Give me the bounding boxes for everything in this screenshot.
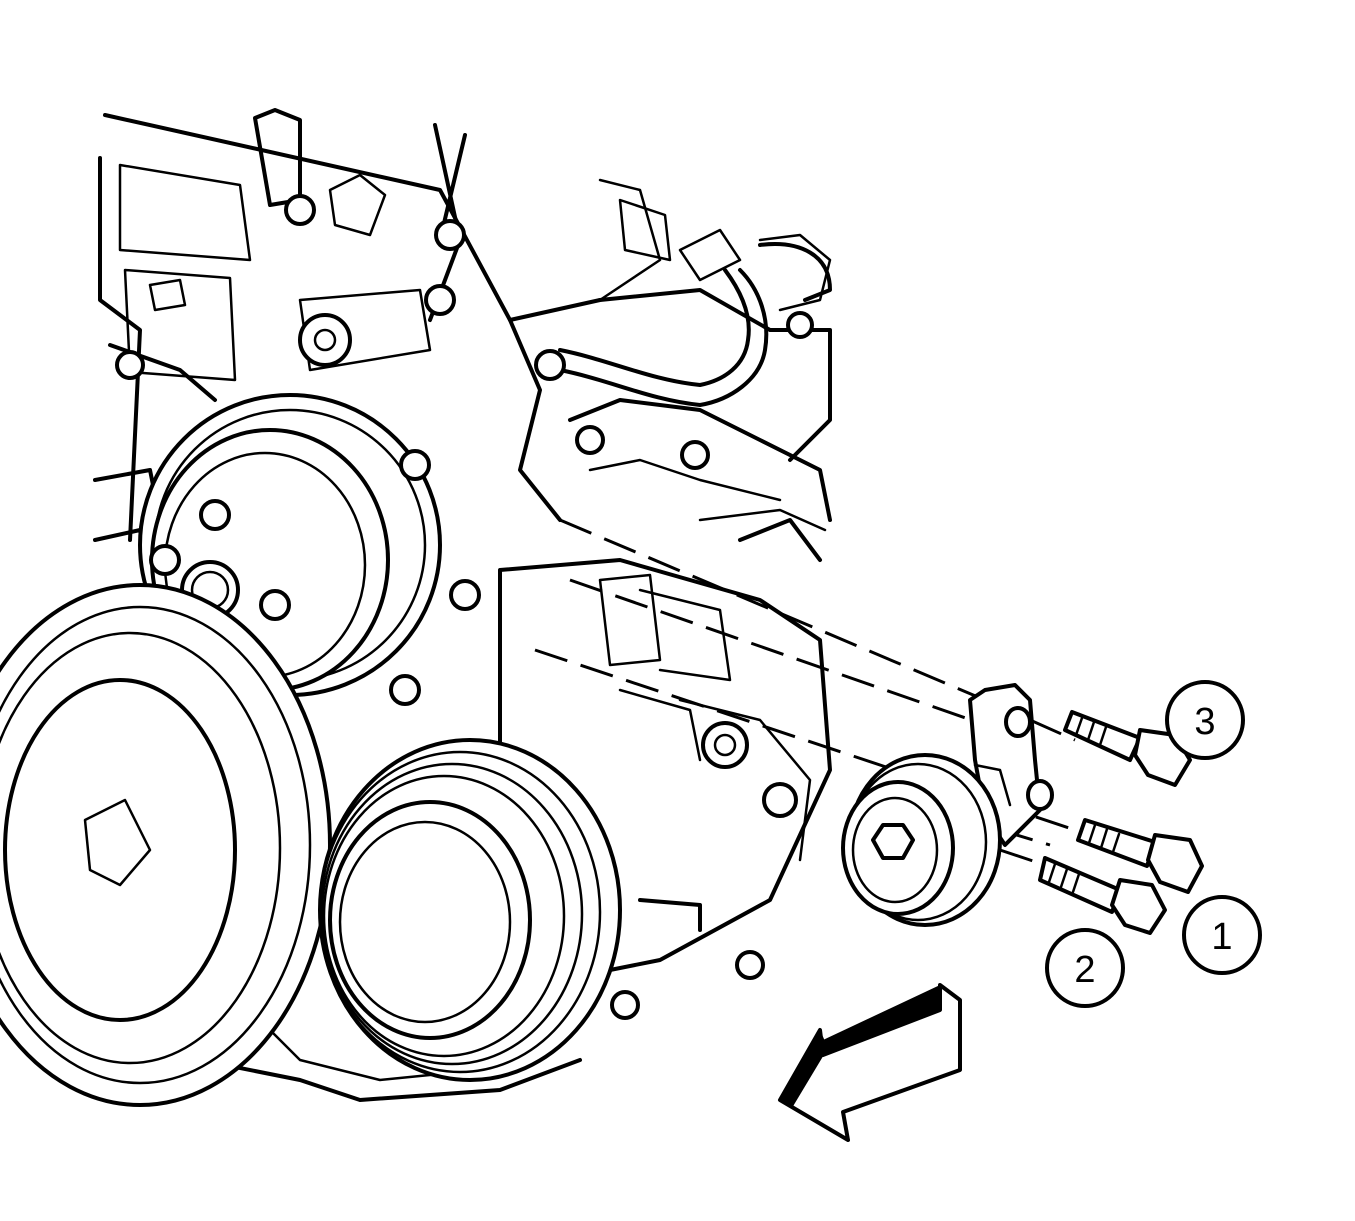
callout-2: 2 — [1045, 928, 1125, 1008]
bolt-2 — [1038, 856, 1167, 935]
idler-pulley — [841, 753, 1002, 927]
direction-arrow-icon — [778, 983, 962, 1142]
crankshaft-pulley — [0, 583, 332, 1107]
callout-3-label: 3 — [1194, 701, 1215, 743]
callout-2-label: 2 — [1074, 949, 1095, 991]
callout-3: 3 — [1165, 680, 1245, 760]
callout-1-label: 1 — [1211, 916, 1232, 958]
engine-bolts — [115, 173, 814, 1020]
bolt-1 — [1076, 818, 1204, 894]
callout-1: 1 — [1182, 895, 1262, 975]
wiring-harness — [558, 198, 832, 407]
ac-compressor-pulley — [318, 738, 622, 1082]
